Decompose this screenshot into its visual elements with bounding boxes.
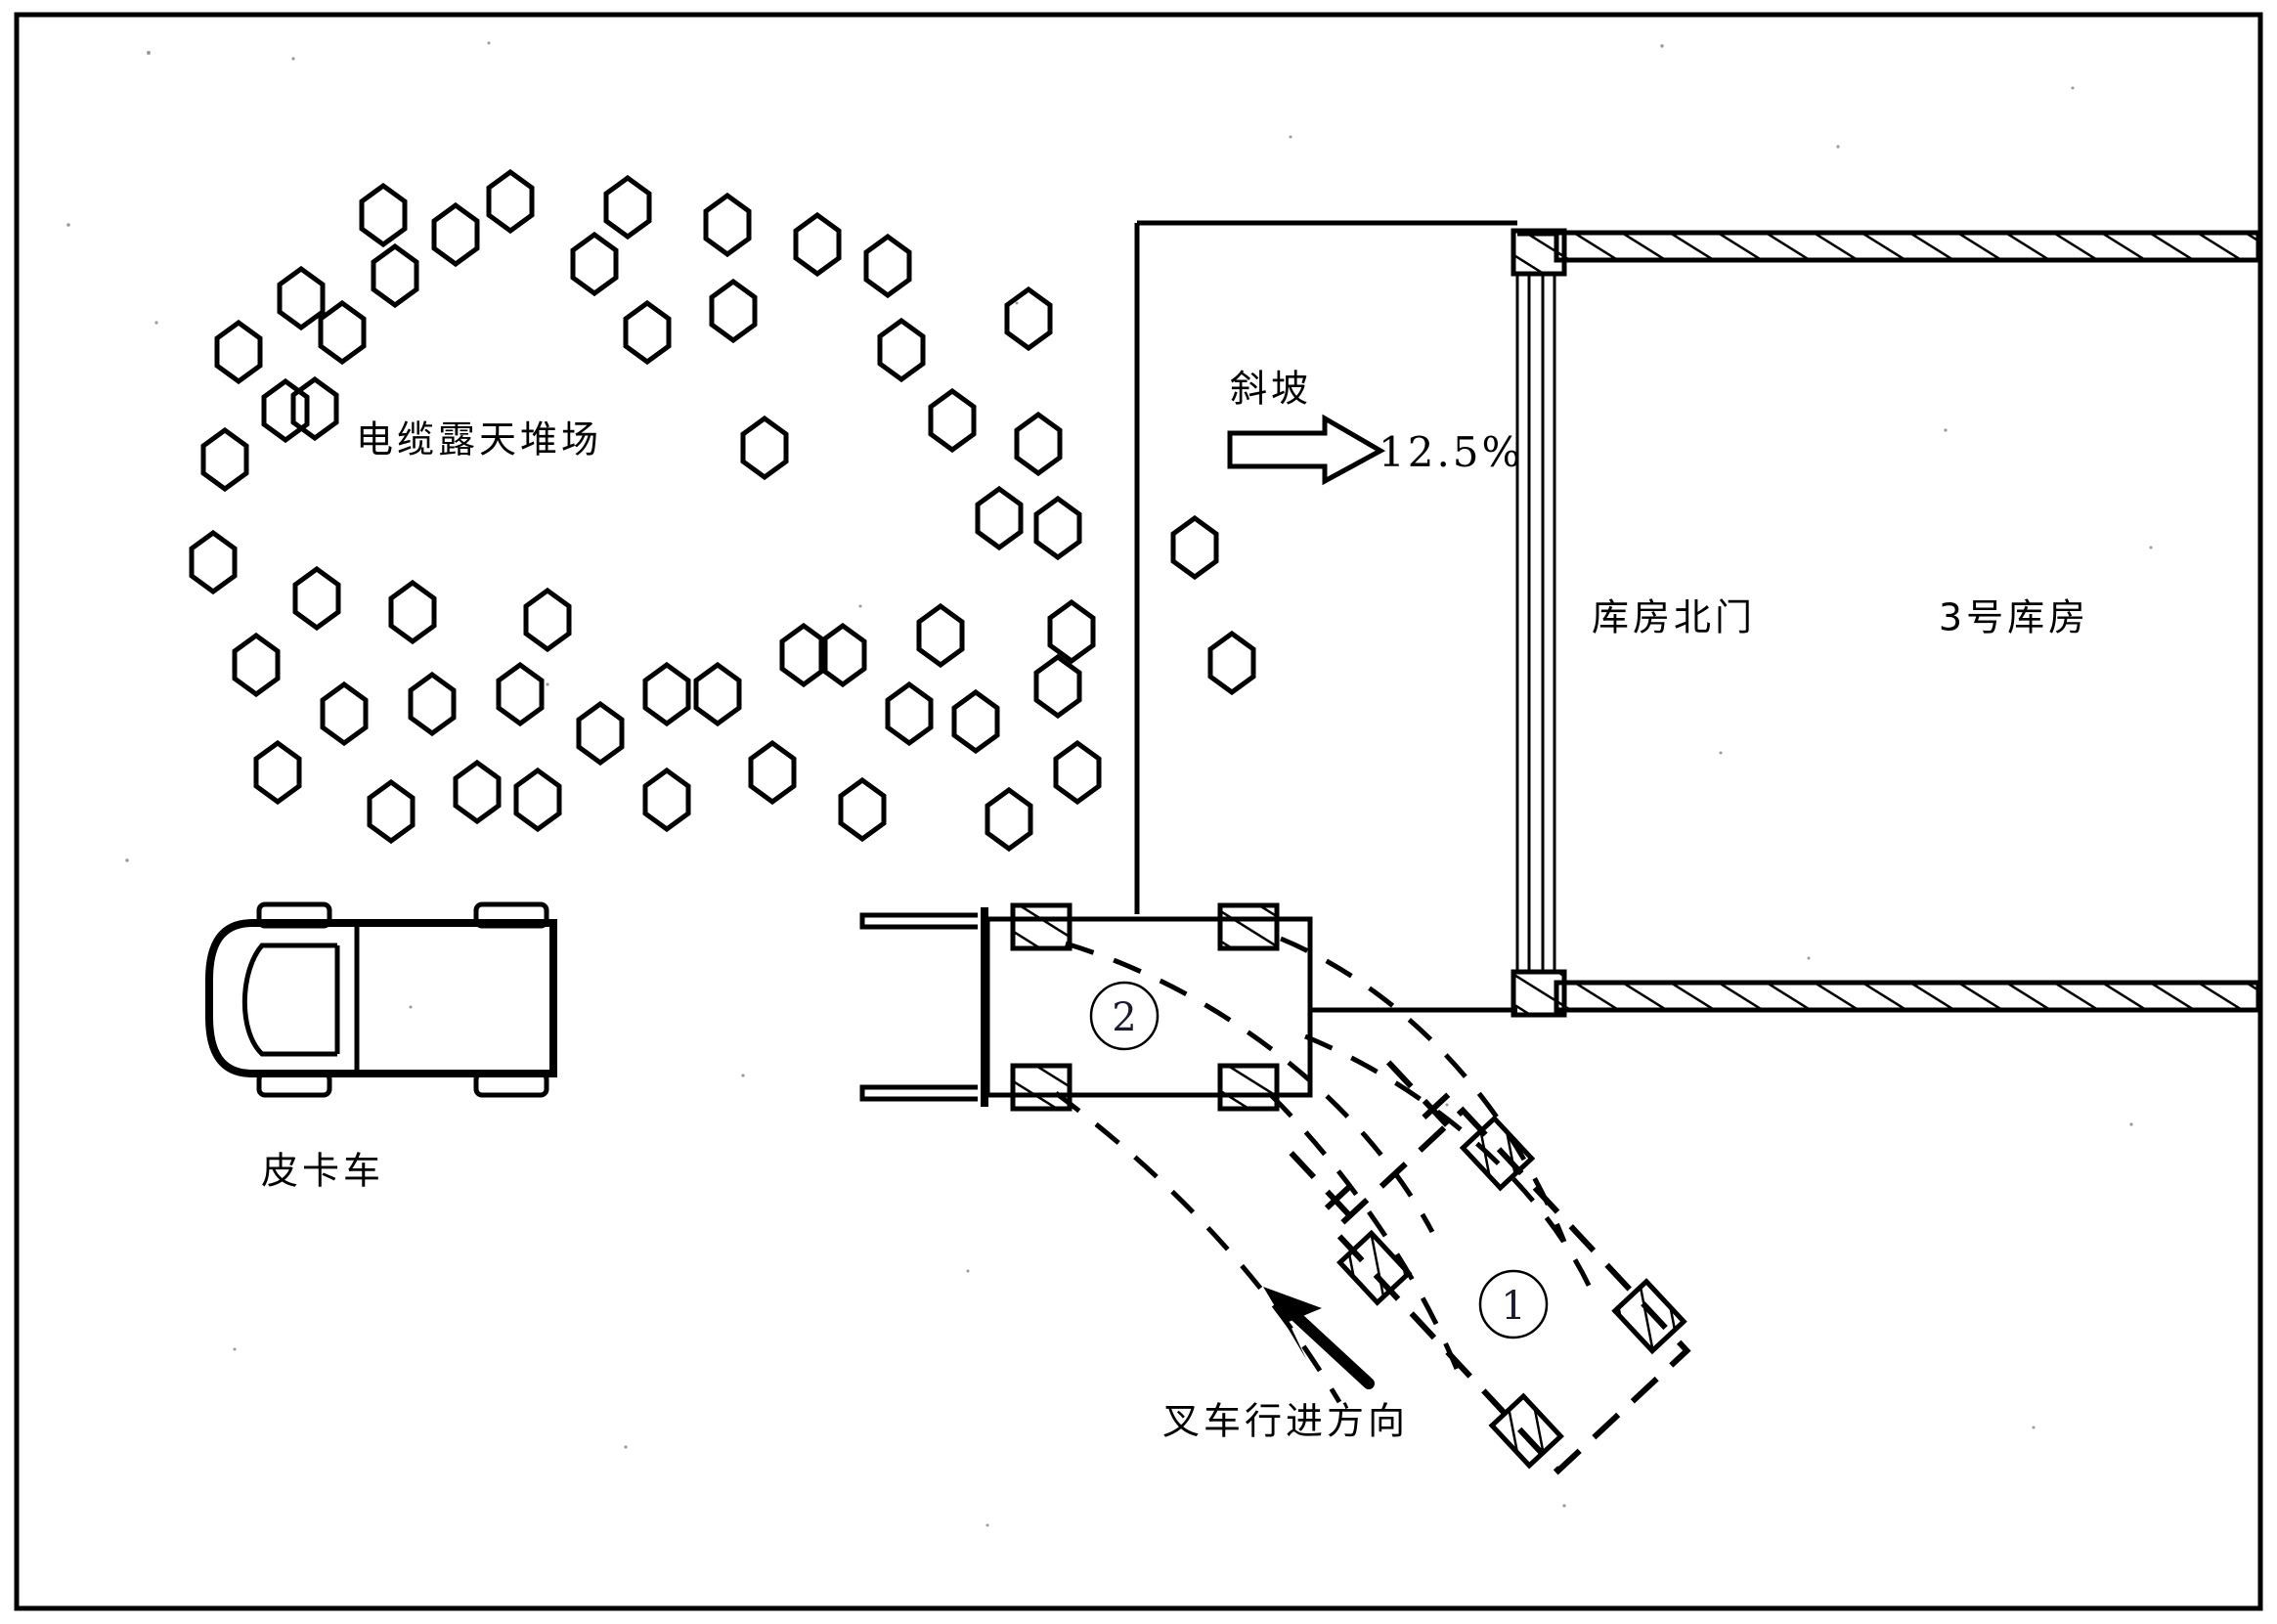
forklift-2-wheels [1010,902,1280,1112]
position-1-marker: 1 [1478,1269,1549,1339]
pickup-truck [205,901,557,1098]
position-2-number: 2 [1112,995,1136,1040]
warehouse-north-gate-label: 库房北门 [1592,596,1756,639]
position-1-number: 1 [1501,1284,1525,1329]
door-pier-top [1511,228,1567,277]
warehouse-wall-top [1554,230,2261,263]
swept-path-inner-c [1269,1093,1460,1370]
warehouse-door[interactable] [1515,274,1556,972]
truck-body [205,919,557,1077]
slope-value-label: 12.5% [1379,428,1523,476]
pickup-truck-label: 皮卡车 [261,1150,384,1193]
position-2-marker: 2 [1089,981,1160,1051]
scan-noise [66,41,2153,1527]
ramp-area [1134,220,1517,1013]
cable-drum-field [192,172,1253,849]
slope-label: 斜坡 [1230,368,1312,411]
forklift-1-forks [1285,1055,1451,1218]
forklift-direction-label: 叉车行进方向 [1162,1400,1409,1443]
slope-arrow-icon [1227,414,1386,486]
door-pier-bottom [1511,969,1567,1018]
truck-windshield [241,943,337,1057]
swept-path-inner-b [1280,936,1567,1243]
direction-arrow-icon [1263,1287,1375,1389]
forklift-position-1 [1285,1055,1691,1475]
truck-wheels [256,901,549,1098]
forklift-1-body [1330,1106,1691,1475]
swept-path-inner-a [1065,941,1435,1234]
forklift-position-2 [859,902,1313,1112]
warehouse-wall-bottom [1554,980,2261,1013]
cable-yard-label: 电缆露天堆场 [356,418,602,461]
forklift-1-wheels [1336,1115,1687,1470]
warehouse-no3-label: 3号库房 [1939,596,2089,639]
swept-path-outer [1054,1090,1342,1404]
forklift-2-forks [859,907,988,1107]
page-border [14,12,2263,1611]
